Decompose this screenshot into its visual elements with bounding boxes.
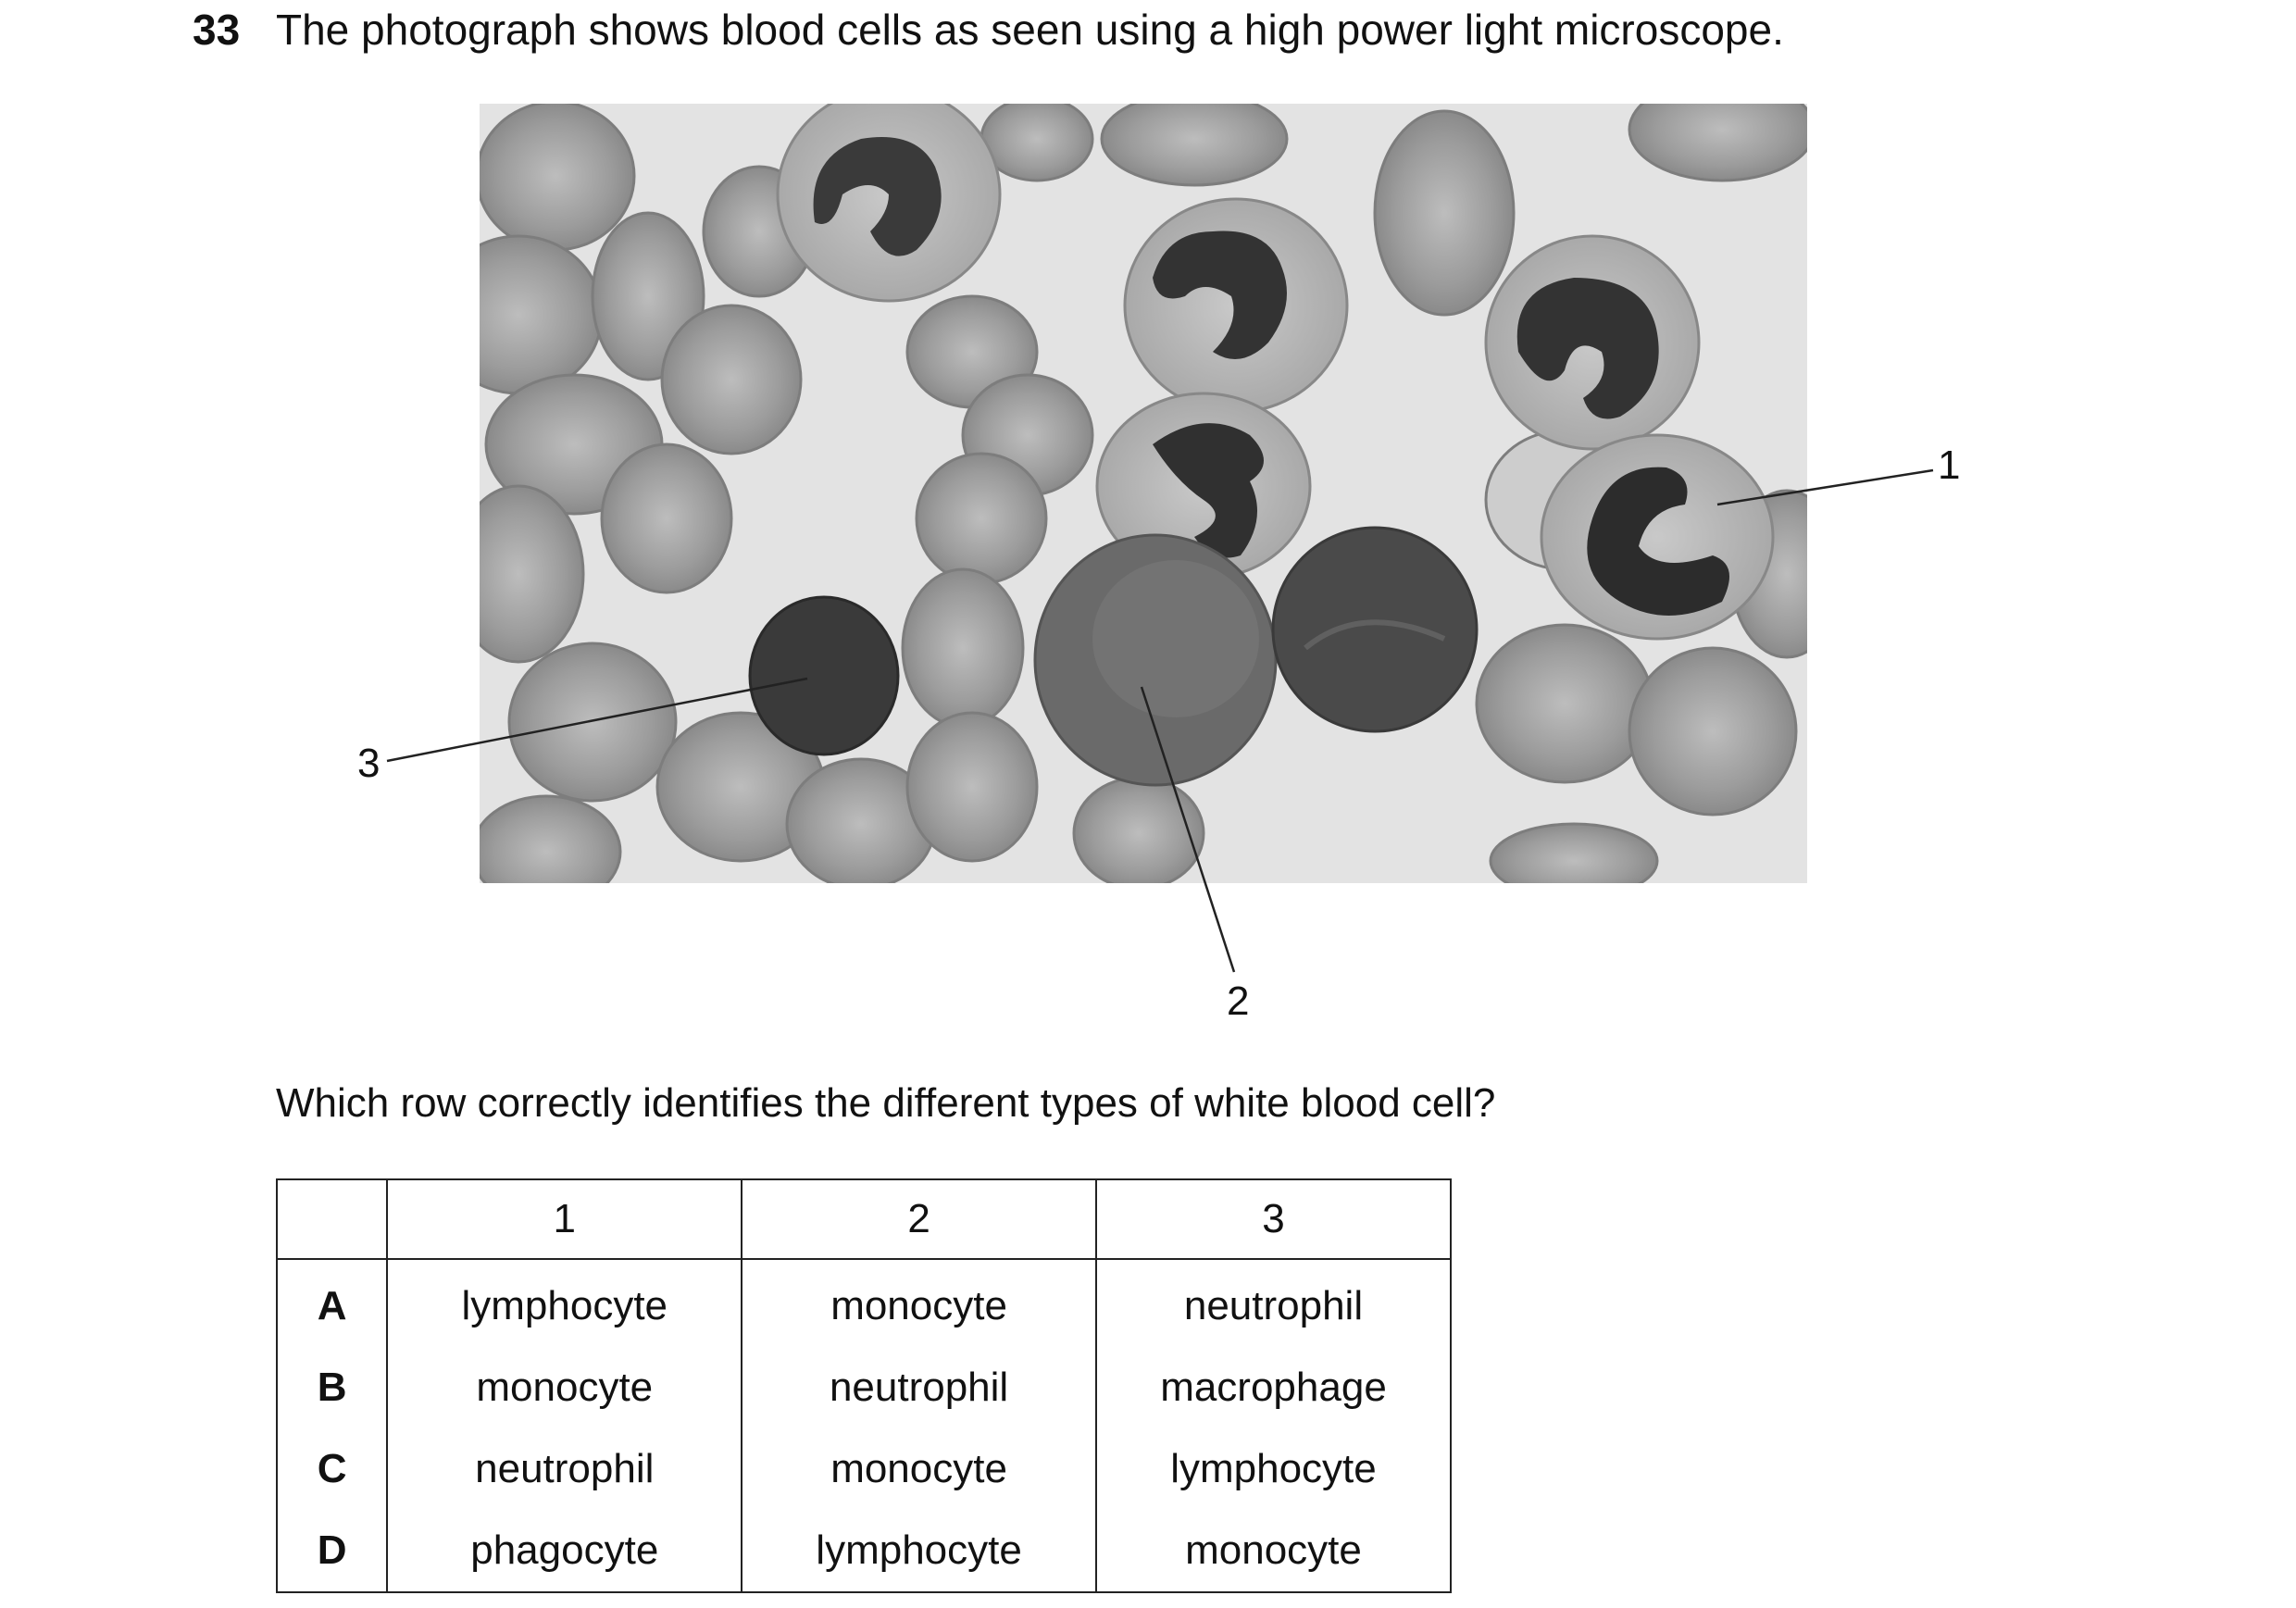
table-cell: monocyte	[741, 1428, 1097, 1510]
option-key: B	[275, 1347, 389, 1428]
neutrophil-cell	[1095, 392, 1312, 580]
table-cell: neutrophil	[386, 1428, 743, 1510]
table-cell: lymphocyte	[1094, 1428, 1453, 1510]
table-cell: lymphocyte	[741, 1510, 1097, 1592]
table-cell: phagocyte	[386, 1510, 743, 1592]
table-header-cell: 1	[386, 1179, 743, 1260]
option-key: D	[275, 1510, 389, 1592]
table-cell: monocyte	[1094, 1510, 1453, 1592]
figure-label-2: 2	[1227, 979, 1250, 1024]
option-key: A	[275, 1259, 389, 1347]
table-header-cell: 3	[1094, 1179, 1453, 1260]
table-cell: neutrophil	[1094, 1259, 1453, 1347]
table-cell: neutrophil	[741, 1347, 1097, 1428]
leader-line-3	[386, 677, 808, 763]
option-key: C	[275, 1428, 389, 1510]
table-cell: monocyte	[741, 1259, 1097, 1347]
table-header-cell: 2	[741, 1179, 1097, 1260]
neutrophil-cell	[776, 104, 1002, 303]
question-number: 33	[193, 6, 241, 54]
table-cell: lymphocyte	[386, 1259, 743, 1347]
lymphocyte-cell-labelled-3	[748, 595, 900, 756]
option-row-c[interactable]: C neutrophil monocyte lymphocyte	[275, 1428, 1453, 1510]
option-row-d[interactable]: D phagocyte lymphocyte monocyte	[275, 1510, 1453, 1592]
option-row-b[interactable]: B monocyte neutrophil macrophage	[275, 1347, 1453, 1428]
neutrophil-cell	[1123, 197, 1349, 414]
option-row-a[interactable]: A lymphocyte monocyte neutrophil	[275, 1259, 1453, 1347]
question-prompt: Which row correctly identifies the diffe…	[276, 1080, 1496, 1126]
leader-line-1	[1716, 468, 1934, 506]
leader-line-2	[1140, 686, 1236, 973]
table-header-row: 1 2 3	[275, 1179, 1453, 1260]
neutrophil-cell	[1484, 234, 1701, 451]
table-cell: monocyte	[386, 1347, 743, 1428]
neutrophil-cell-labelled-1	[1540, 433, 1775, 641]
lymphocyte-cell	[1271, 526, 1479, 733]
red-blood-cells	[480, 104, 1807, 883]
figure-label-1: 1	[1938, 443, 1961, 488]
monocyte-cell-labelled-2	[1033, 533, 1278, 787]
answer-table: 1 2 3 A lymphocyte monocyte neutrophil B…	[275, 1178, 1453, 1593]
question-stem: The photograph shows blood cells as seen…	[276, 6, 1784, 54]
table-cell: macrophage	[1094, 1347, 1453, 1428]
figure-label-3: 3	[357, 741, 381, 786]
table-header-cell	[275, 1179, 389, 1260]
